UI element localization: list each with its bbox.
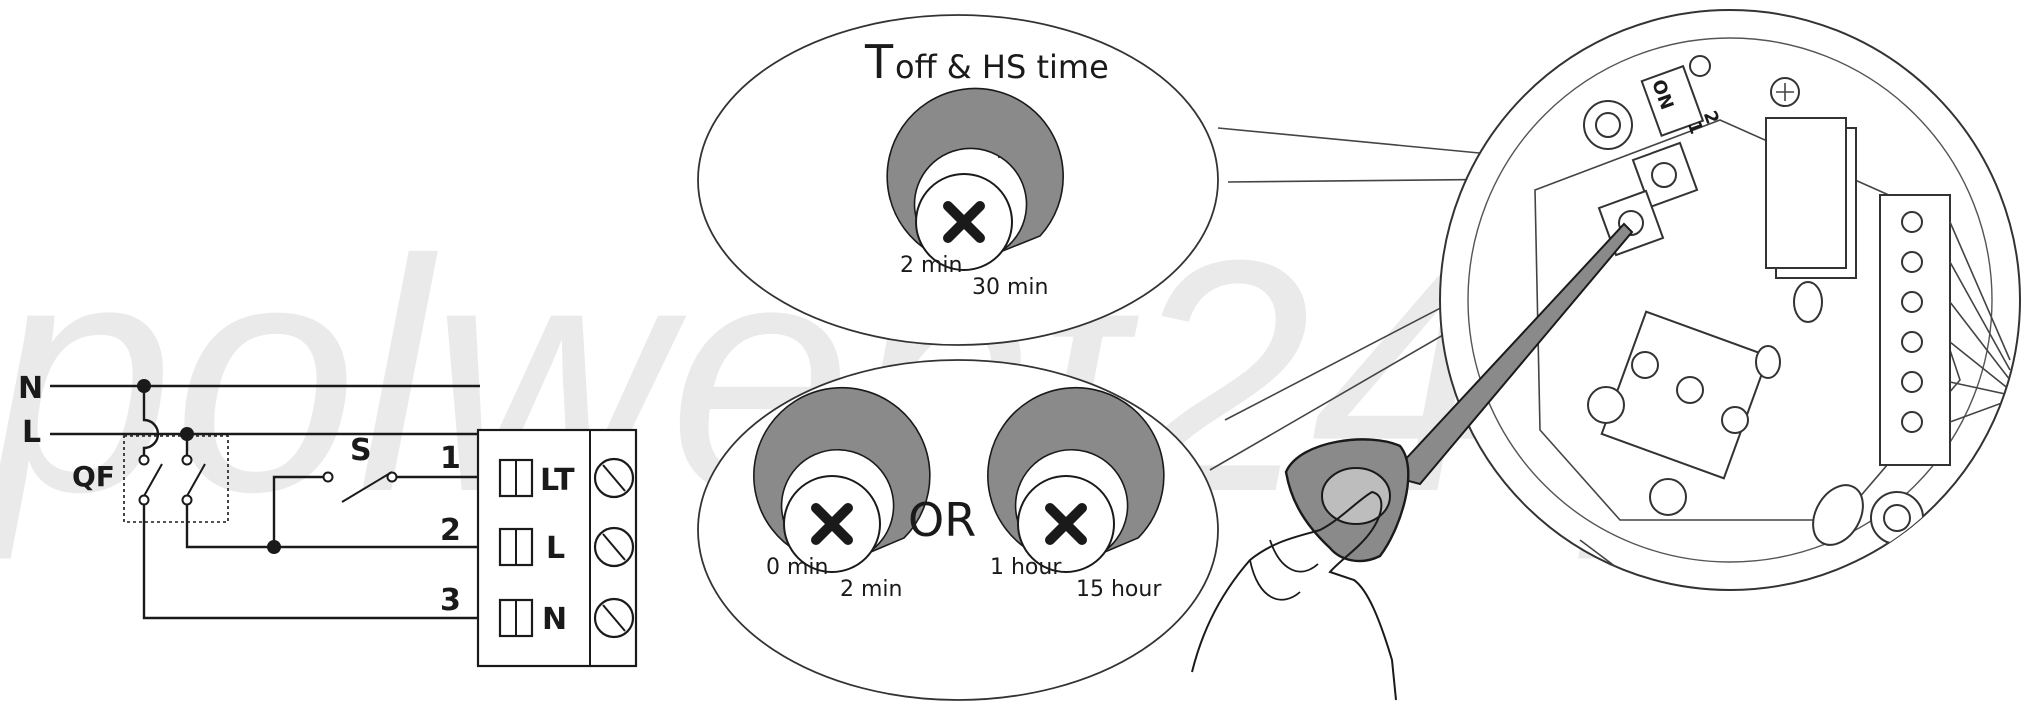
terminal-2-number: 2 bbox=[440, 513, 461, 548]
ton-max-label: 2 min bbox=[840, 577, 902, 602]
terminal-l-label: L bbox=[546, 531, 565, 566]
mounting-post bbox=[1649, 478, 1687, 516]
terminal-lt: LT bbox=[498, 457, 635, 499]
terminal-1-number: 1 bbox=[440, 441, 461, 476]
switch-contact bbox=[322, 471, 334, 483]
ton-dial bbox=[753, 386, 931, 573]
live-line-label: L bbox=[22, 415, 41, 450]
terminal-n-label: N bbox=[542, 602, 567, 637]
top-min-label: 2 min bbox=[900, 253, 962, 278]
neutral-wire-to-terminal bbox=[142, 504, 500, 620]
ton-min-label: 0 min bbox=[766, 555, 828, 580]
or-label: OR bbox=[908, 493, 976, 547]
top-max-label: 30 min bbox=[972, 275, 1048, 300]
top-title-rest: off & HS time bbox=[895, 48, 1109, 86]
screwdriver-shaft bbox=[1388, 222, 1634, 486]
led-component bbox=[1689, 55, 1711, 77]
terminal-l: L bbox=[498, 526, 635, 568]
dip-switch: ON 1 2 bbox=[1640, 64, 1723, 137]
top-title-letter: T bbox=[864, 35, 894, 89]
ton-dial-group: T on - + 0 min 2 min bbox=[753, 386, 931, 602]
terminal-3-number: 3 bbox=[440, 583, 461, 618]
tint-dial bbox=[987, 386, 1165, 573]
adjustment-tool-illustration bbox=[1191, 222, 1634, 701]
breaker-qf-label: QF bbox=[72, 460, 115, 493]
switch-s-label: S bbox=[350, 433, 372, 468]
tint-dial-group: T int - + 1 hour 15 hour bbox=[987, 386, 1165, 602]
device-housing bbox=[1439, 9, 2021, 591]
switch-lever bbox=[341, 471, 393, 503]
hand-illustration bbox=[1191, 490, 1397, 701]
tint-max-label: 15 hour bbox=[1076, 577, 1162, 602]
switch-feed-wire bbox=[272, 475, 323, 547]
tint-min-label: 1 hour bbox=[990, 555, 1062, 580]
live-wire-to-terminal bbox=[185, 504, 500, 549]
adjust-cross-icon bbox=[811, 503, 853, 545]
toff-hs-time-dial-group: T off & HS time - + 2 min 30 min bbox=[864, 35, 1109, 300]
input-terminal-block bbox=[1600, 310, 1770, 480]
breaker-qf-box bbox=[123, 435, 229, 523]
adjust-cross-icon bbox=[1045, 503, 1087, 545]
output-terminal-strip bbox=[1879, 194, 2011, 466]
mounting-post bbox=[1587, 386, 1625, 424]
wiring-schematic: N L QF S 1 2 3 bbox=[18, 371, 638, 668]
adjust-cross-icon bbox=[943, 201, 985, 243]
neutral-drop-wire bbox=[142, 386, 160, 456]
terminal-lt-label: LT bbox=[540, 463, 575, 498]
toff-dial bbox=[886, 87, 1064, 271]
terminal-n: N bbox=[498, 597, 635, 639]
neutral-line-label: N bbox=[18, 371, 43, 406]
